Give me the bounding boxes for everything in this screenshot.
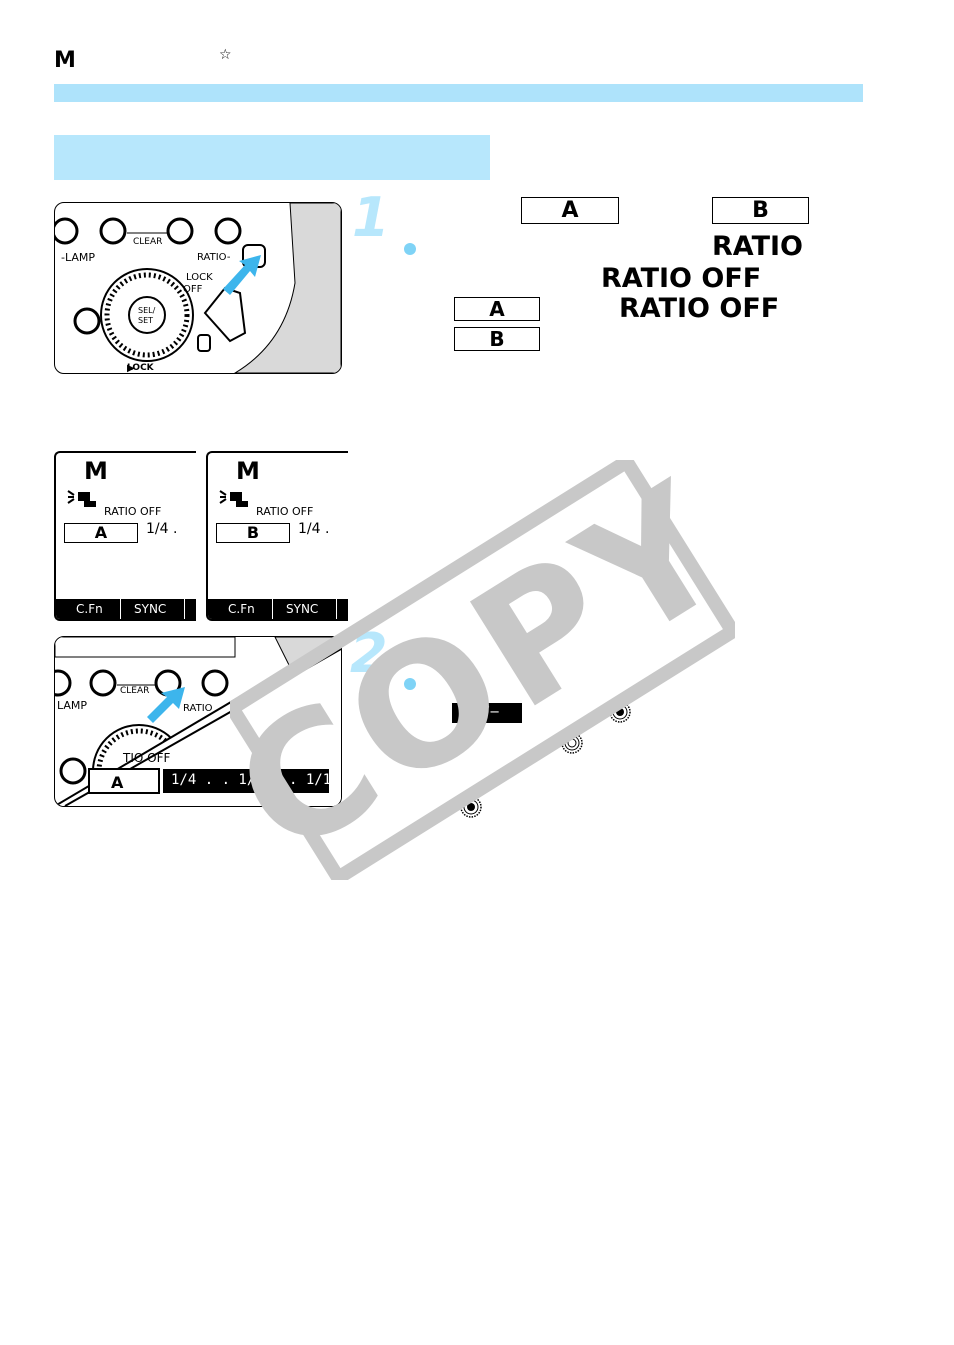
lock-bottom-label: LOCK [127,363,154,373]
lcd-group-box: A [64,523,138,543]
header-rule [54,84,863,102]
clear-label: CLEAR [120,686,150,696]
lamp-label: -LAMP [61,251,95,264]
mode-title: M [54,48,76,73]
set-label: SET [138,316,154,325]
lcd-function-bar: C.Fn SYNC [56,599,196,619]
lcd-mode: M [84,457,108,485]
group-a-box: A [521,197,619,224]
lcd-output-value: 1/4 . [298,521,330,537]
ratio-off-text-1: RATIO OFF [601,263,762,294]
bullet-2 [404,678,416,690]
star-icon: ☆ [219,47,232,63]
lcd-ratio-off: RATIO OFF [104,505,162,518]
group-b-box: B [712,197,809,224]
flash-control-illustration: ▶ -LAMP CLEAR RATIO- LOCK OFF SEL/ SET L… [54,202,342,374]
watermark-text: COPY [230,460,735,880]
lcd-function-bar: C.Fn SYNC [208,599,348,619]
group-b-box-small: B [454,327,540,351]
group-label: A [111,773,124,792]
lcd-panel-b: M RATIO OFF B 1/4 . C.Fn SYNC [206,451,348,621]
lock-label: LOCK [186,272,213,283]
ratio-switch-label: RATIO- [197,252,231,263]
cfn-label: C.Fn [76,602,103,616]
cfn-label: C.Fn [228,602,255,616]
lcd-output-value: 1/4 . [146,521,178,537]
lamp-label: LAMP [57,699,88,712]
flash-ratio-icon [219,490,248,507]
svg-text:▶: ▶ [127,363,135,373]
lcd-group-box: B [216,523,290,543]
ratio-off-text-2: RATIO OFF [619,293,780,324]
sync-label: SYNC [134,602,167,616]
group-a-box-small: A [454,297,540,321]
clear-label: CLEAR [133,237,163,247]
lcd-ratio-off: RATIO OFF [256,505,314,518]
fec-button-icon: +/− [452,703,522,723]
section-heading-band [54,135,490,180]
ratio-text: RATIO [712,231,804,262]
ratio-label: RATIO [183,703,213,714]
step-1-number: 1 [352,186,390,249]
copy-watermark: COPY [230,460,735,880]
lcd-panel-a: M RATIO OFF A 1/4 . C.Fn SYNC [54,451,196,621]
bullet-3 [404,740,416,752]
lcd-mode: M [236,457,260,485]
flash-ratio-icon [67,490,96,507]
sync-label: SYNC [286,602,319,616]
ratio-off-label: TIO OFF [123,751,171,765]
bullet-1 [404,243,416,255]
ratio-scale: 1/4 . . 1/2 . . 1/1 [171,772,332,788]
flash-body-drawing: ▶ [55,203,341,373]
sel-label: SEL/ [138,306,156,315]
off-label: OFF [183,284,203,295]
